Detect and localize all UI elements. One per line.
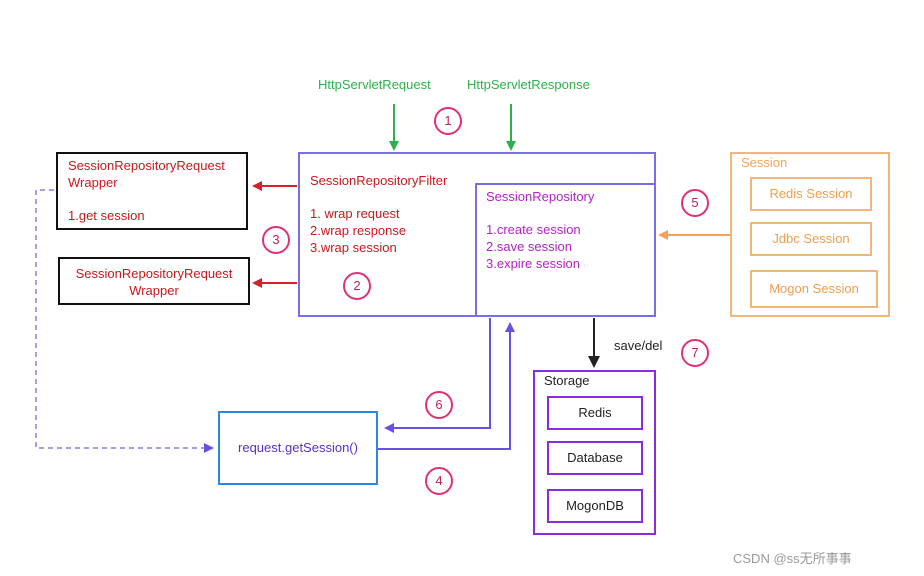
repository-item-2: 2.save session [486,239,572,254]
get-session-label: request.getSession() [238,440,358,455]
step-3-badge: 3 [262,226,290,254]
step4-arrow [378,322,515,450]
wrapper-bottom-title-2: Wrapper [129,283,179,298]
storage-title: Storage [544,373,590,388]
repository-title: SessionRepository [486,189,595,204]
filter-item-1: 1. wrap request [310,206,400,221]
wrapper-top-get-session: 1.get session [68,208,145,223]
repository-item-3: 3.expire session [486,256,580,271]
mogon-session-label: Mogon Session [769,281,859,296]
wrapper-top-title-1: SessionRepositoryRequest [68,158,225,173]
storage-redis-box: Redis [547,396,643,430]
watermark: CSDN @ss无所事事 [733,551,852,566]
request-wrapper-top: SessionRepositoryRequest Wrapper 1.get s… [56,152,248,230]
wrapper-top-title-2: Wrapper [68,175,118,190]
storage-group: Storage Redis Database MogonDB [533,370,656,535]
session-group-title: Session [741,155,788,170]
session-repository: SessionRepository 1.create session 2.sav… [475,183,656,317]
storage-redis-label: Redis [578,405,612,420]
filter-item-2: 2.wrap response [310,223,407,238]
repository-item-1: 1.create session [486,222,581,237]
step-7-badge: 7 [681,339,709,367]
storage-mongodb-label: MogonDB [566,498,624,513]
storage-database-box: Database [547,441,643,475]
http-response-label: HttpServletResponse [467,77,590,92]
wrapper-bottom-title-1: SessionRepositoryRequest [75,266,233,281]
save-del-label: save/del [614,338,663,353]
storage-database-label: Database [567,450,623,465]
dashed-connector [35,189,214,453]
request-wrapper-bottom: SessionRepositoryRequest Wrapper [58,257,250,305]
redis-session-box: Redis Session [750,177,872,211]
filter-title: SessionRepositoryFilter [310,173,448,188]
step-2-badge: 2 [343,272,371,300]
mogon-session-box: Mogon Session [750,270,878,308]
step-5-badge: 5 [681,189,709,217]
step-1-badge: 1 [434,107,462,135]
get-session-box: request.getSession() [218,411,378,485]
step-4-badge: 4 [425,467,453,495]
storage-mongodb-box: MogonDB [547,489,643,523]
step6-arrow [384,318,491,433]
jdbc-session-box: Jdbc Session [750,222,872,256]
http-request-label: HttpServletRequest [318,77,431,92]
session-group: Session Redis Session Jdbc Session Mogon… [730,152,890,317]
step-6-badge: 6 [425,391,453,419]
redis-session-label: Redis Session [769,186,853,201]
jdbc-session-label: Jdbc Session [772,231,850,246]
filter-item-3: 3.wrap session [310,240,397,255]
